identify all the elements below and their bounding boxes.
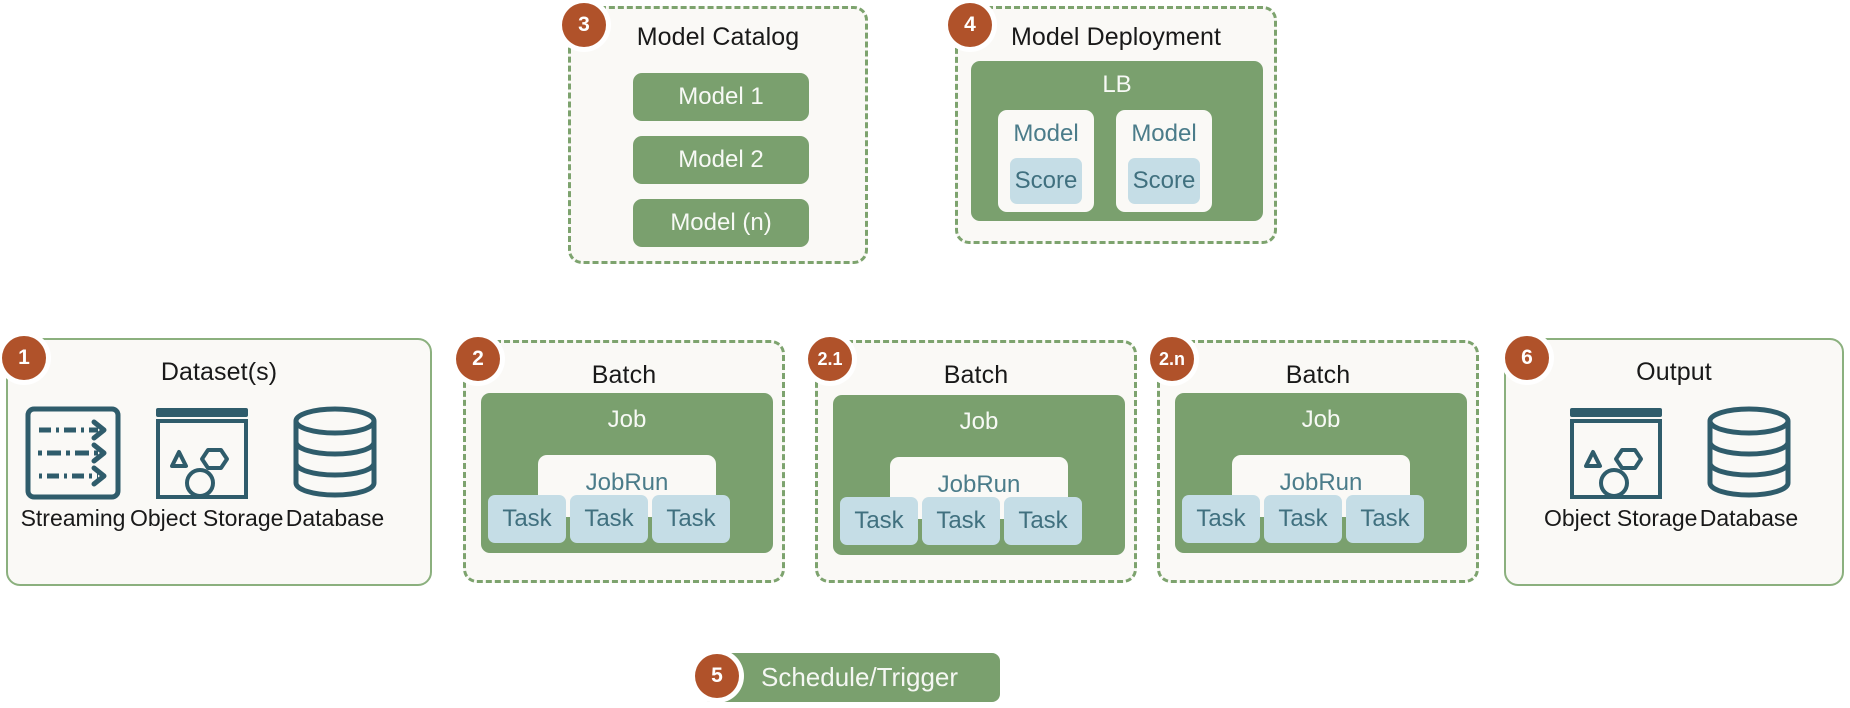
streaming-icon (25, 406, 121, 500)
schedule-trigger-bar[interactable]: Schedule/Trigger (703, 653, 1000, 702)
model-instance-label: Model (1013, 120, 1079, 147)
badge-number: 1 (18, 346, 30, 369)
model-chip-2[interactable]: Model 2 (633, 136, 809, 184)
task-label: Task (1018, 507, 1068, 534)
score-box[interactable]: Score (1128, 158, 1200, 204)
jobrun-label: JobRun (1279, 469, 1363, 496)
dataset-source-database[interactable]: Database (270, 404, 400, 544)
badge-number: 5 (711, 664, 723, 687)
panel-title-batch: Batch (943, 361, 1009, 389)
model-instance-1[interactable]: Model Score (998, 110, 1094, 212)
job-block[interactable]: Job JobRun Task Task Task (1175, 393, 1467, 553)
panel-title-model-deployment: Model Deployment (1010, 23, 1222, 51)
panel-title-batch: Batch (1285, 361, 1351, 389)
badge-number: 6 (1521, 346, 1533, 369)
panel-title-batch: Batch (591, 361, 657, 389)
job-block[interactable]: Job JobRun Task Task Task (481, 393, 773, 553)
output-sink-database[interactable]: Database (1684, 404, 1814, 544)
score-label: Score (1132, 167, 1196, 194)
task-label: Task (666, 505, 716, 532)
database-icon (293, 406, 377, 498)
panel-datasets[interactable]: Dataset(s) Streaming Object Storage (6, 338, 432, 586)
badge-batch-2-1: 2.1 (808, 337, 852, 381)
load-balancer-label: LB (1102, 71, 1132, 98)
object-storage-icon (156, 408, 248, 499)
jobrun-label: JobRun (585, 469, 669, 496)
badge-output: 6 (1505, 336, 1549, 380)
task-box[interactable]: Task (652, 495, 730, 543)
schedule-trigger-label: Schedule/Trigger (761, 662, 959, 692)
dataset-source-caption: Database (285, 505, 385, 531)
badge-batch-2-n: 2.n (1150, 337, 1194, 381)
database-icon (1707, 406, 1791, 498)
badge-number: 2.n (1158, 348, 1185, 369)
dataset-source-object-storage[interactable]: Object Storage (130, 404, 284, 544)
task-box[interactable]: Task (1264, 495, 1342, 543)
task-label: Task (502, 505, 552, 532)
badge-schedule: 5 (695, 654, 739, 698)
score-label: Score (1014, 167, 1078, 194)
panel-title-output: Output (1636, 358, 1712, 386)
panel-batch-2-1[interactable]: Batch Job JobRun Task Task Task (815, 340, 1137, 583)
model-chip-label: Model 2 (678, 146, 764, 173)
task-box[interactable]: Task (488, 495, 566, 543)
output-sink-caption: Object Storage (1544, 505, 1698, 531)
panel-batch-2-n[interactable]: Batch Job JobRun Task Task Task (1157, 340, 1479, 583)
load-balancer-block[interactable]: LB Model Score Model Score (971, 61, 1263, 221)
panel-model-deployment[interactable]: Model Deployment LB Model Score Model Sc… (955, 6, 1277, 244)
output-sink-caption: Database (1699, 505, 1799, 531)
badge-model-deployment: 4 (948, 3, 992, 47)
job-label: Job (607, 406, 647, 433)
task-box[interactable]: Task (840, 497, 918, 545)
panel-model-catalog[interactable]: Model Catalog Model 1 Model 2 Model (n) (568, 6, 868, 264)
jobrun-label: JobRun (937, 471, 1021, 498)
model-chip-1[interactable]: Model 1 (633, 73, 809, 121)
panel-batch-2[interactable]: Batch Job JobRun Task Task Task (463, 340, 785, 583)
task-label: Task (936, 507, 986, 534)
dataset-source-caption: Streaming (20, 505, 126, 531)
task-label: Task (854, 507, 904, 534)
panel-title-datasets: Dataset(s) (160, 358, 278, 386)
dataset-source-caption: Object Storage (130, 505, 284, 531)
task-label: Task (1278, 505, 1328, 532)
badge-number: 2 (472, 347, 484, 370)
task-box[interactable]: Task (1182, 495, 1260, 543)
model-instance-label: Model (1131, 120, 1197, 147)
dataset-source-streaming[interactable]: Streaming (14, 404, 132, 544)
model-instance-2[interactable]: Model Score (1116, 110, 1212, 212)
badge-number: 2.1 (817, 348, 843, 369)
output-sink-object-storage[interactable]: Object Storage (1544, 404, 1698, 544)
badge-datasets: 1 (2, 336, 46, 380)
task-label: Task (1360, 505, 1410, 532)
score-box[interactable]: Score (1010, 158, 1082, 204)
task-box[interactable]: Task (922, 497, 1000, 545)
model-chip-n[interactable]: Model (n) (633, 199, 809, 247)
task-box[interactable]: Task (1346, 495, 1424, 543)
task-box[interactable]: Task (1004, 497, 1082, 545)
task-label: Task (1196, 505, 1246, 532)
badge-model-catalog: 3 (562, 3, 606, 47)
task-box[interactable]: Task (570, 495, 648, 543)
badge-number: 4 (964, 13, 976, 36)
model-chip-label: Model (n) (670, 209, 772, 236)
job-label: Job (959, 408, 999, 435)
job-block[interactable]: Job JobRun Task Task Task (833, 395, 1125, 555)
object-storage-icon (1570, 408, 1662, 499)
panel-title-model-catalog: Model Catalog (636, 23, 800, 51)
badge-number: 3 (578, 13, 590, 36)
model-chip-label: Model 1 (678, 83, 764, 110)
badge-batch-2: 2 (456, 337, 500, 381)
task-label: Task (584, 505, 634, 532)
panel-output[interactable]: Output Object Storage Database (1504, 338, 1844, 586)
job-label: Job (1301, 406, 1341, 433)
